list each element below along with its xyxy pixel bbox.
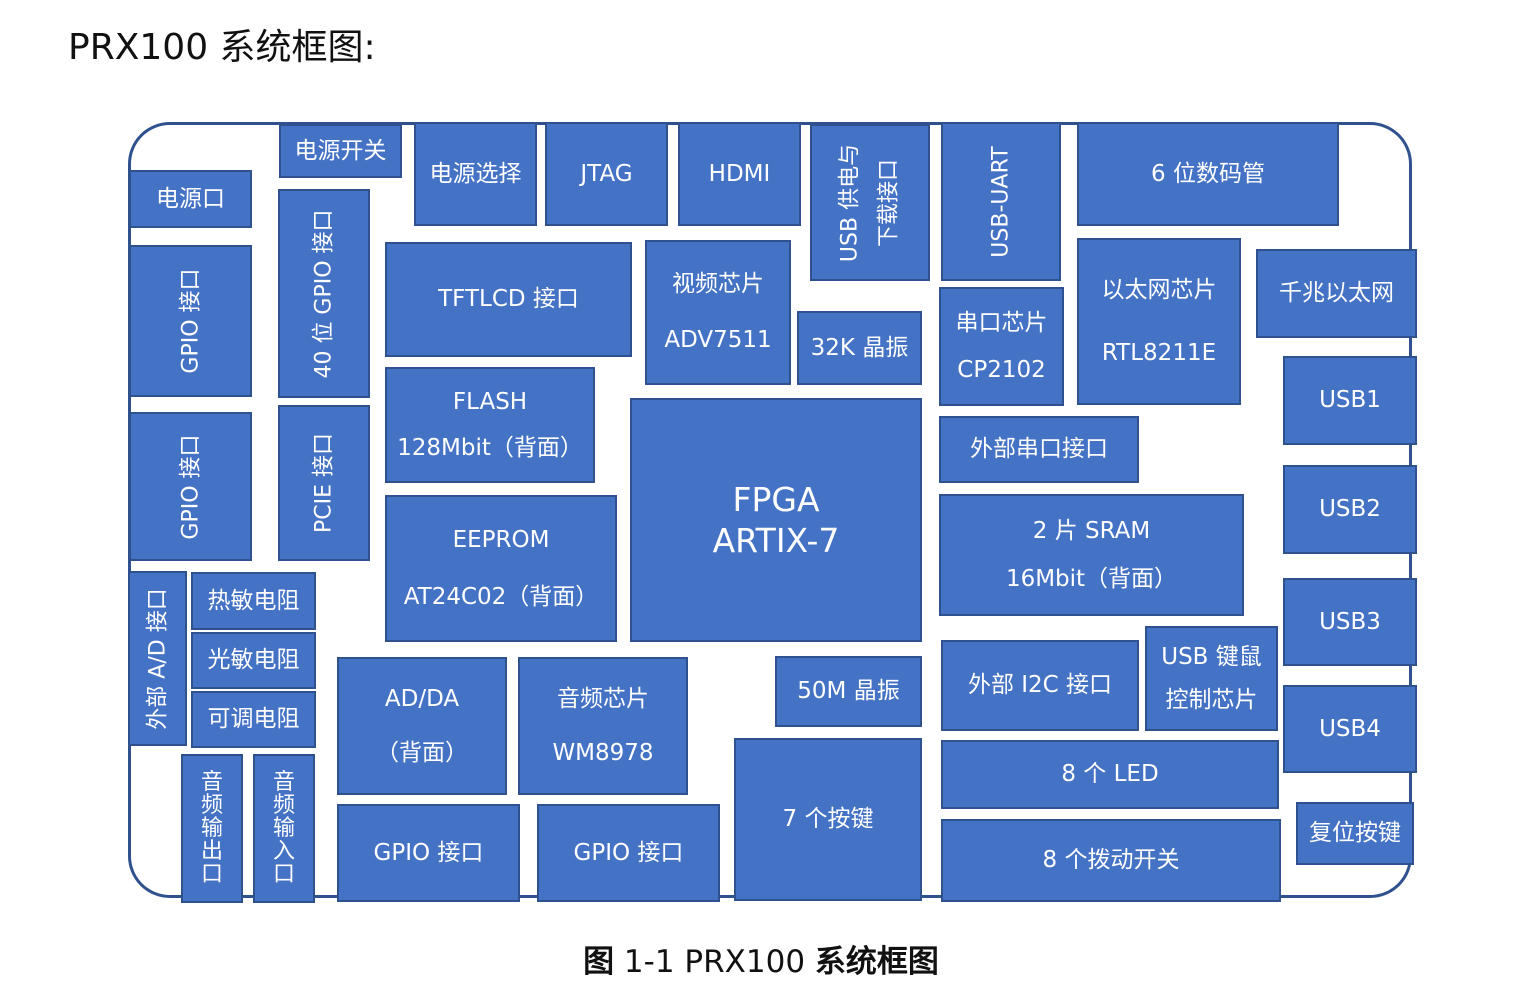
block-usb2: USB2 bbox=[1283, 465, 1417, 554]
block-power-select: 电源选择 bbox=[414, 122, 537, 226]
block-gpio40: 40 位 GPIO 接口 bbox=[278, 189, 370, 398]
block-tftlcd: TFTLCD 接口 bbox=[385, 242, 632, 357]
block-power-port: 电源口 bbox=[129, 170, 252, 228]
block-seg6: 6 位数码管 bbox=[1077, 122, 1339, 226]
block-hdmi: HDMI bbox=[678, 122, 801, 226]
block-osc-50m: 50M 晶振 bbox=[775, 656, 922, 727]
page-heading: PRX100 系统框图: bbox=[68, 27, 376, 68]
block-osc-32k: 32K 晶振 bbox=[797, 311, 922, 385]
block-led8: 8 个 LED bbox=[941, 740, 1279, 809]
block-power-switch: 电源开关 bbox=[279, 124, 402, 178]
block-audio-out: 音频输出口 bbox=[181, 754, 243, 903]
block-usb-kbd-chip: USB 键鼠控制芯片 bbox=[1145, 626, 1278, 731]
block-gpio-left-1: GPIO 接口 bbox=[129, 245, 252, 397]
block-gpio-bottom-2: GPIO 接口 bbox=[537, 804, 720, 902]
block-ext-uart: 外部串口接口 bbox=[939, 416, 1139, 483]
block-ext-i2c: 外部 I2C 接口 bbox=[941, 640, 1139, 731]
block-keys7: 7 个按键 bbox=[734, 738, 922, 901]
block-usb-power-download: USB 供电与下载接口 bbox=[810, 124, 930, 281]
figure-caption: 图 1-1 PRX100 系统框图 bbox=[583, 944, 939, 980]
block-photoresistor: 光敏电阻 bbox=[191, 632, 316, 689]
block-reset: 复位按键 bbox=[1296, 802, 1414, 865]
block-adda: AD/DA（背面） bbox=[337, 657, 507, 795]
block-gpio-left-2: GPIO 接口 bbox=[129, 412, 252, 561]
block-audio-in: 音频输入口 bbox=[253, 754, 315, 903]
block-pcie: PCIE 接口 bbox=[278, 405, 370, 561]
block-potentiometer: 可调电阻 bbox=[191, 691, 316, 748]
block-usb1: USB1 bbox=[1283, 356, 1417, 445]
block-switch8: 8 个拨动开关 bbox=[941, 819, 1281, 902]
block-usb4: USB4 bbox=[1283, 685, 1417, 773]
block-jtag: JTAG bbox=[545, 122, 668, 226]
block-ext-ad: 外部 A/D 接口 bbox=[128, 571, 187, 746]
block-gpio-bottom-1: GPIO 接口 bbox=[337, 804, 520, 902]
block-usb-uart: USB-UART bbox=[941, 122, 1061, 281]
block-usb3: USB3 bbox=[1283, 578, 1417, 666]
block-thermistor: 热敏电阻 bbox=[191, 572, 316, 630]
block-gige: 千兆以太网 bbox=[1256, 249, 1417, 338]
